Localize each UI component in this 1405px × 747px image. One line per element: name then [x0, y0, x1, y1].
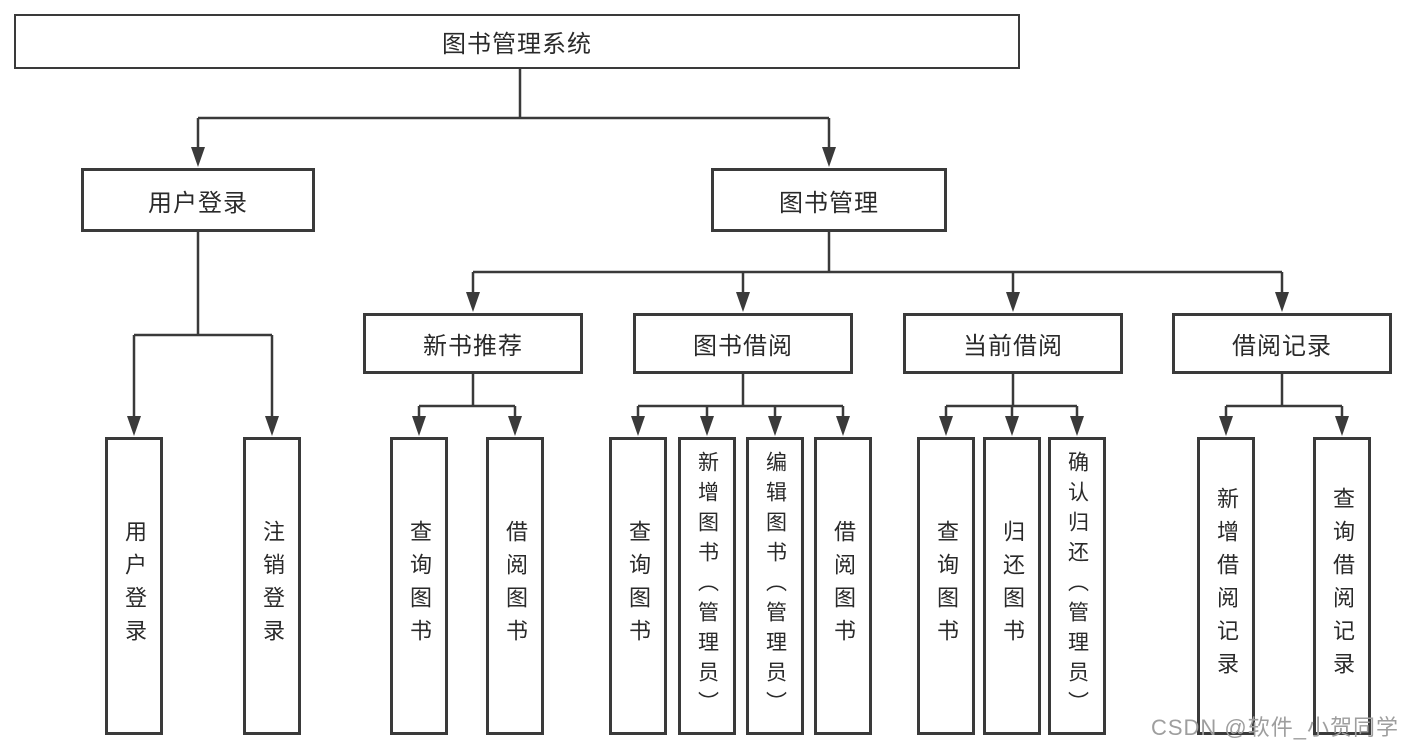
- leaf-label: 借阅图书: [831, 520, 856, 652]
- leaf-add-borrow-record: 新增借阅记录: [1197, 437, 1255, 735]
- leaf-label: 归还图书: [1000, 520, 1025, 652]
- connector-records-to-leaves: [1224, 374, 1344, 419]
- leaf-borrow-book-2: 借阅图书: [814, 437, 872, 735]
- node-new-book-recommend: 新书推荐: [363, 313, 583, 374]
- leaf-query-book-2: 查询图书: [609, 437, 667, 735]
- node-current-borrow: 当前借阅: [903, 313, 1123, 374]
- watermark: CSDN @软件_小贺同学: [1150, 715, 1399, 740]
- leaf-query-book-1: 查询图书: [390, 437, 448, 735]
- leaf-label: 查询图书: [407, 520, 432, 652]
- connector-userlogin-to-leaves: [132, 232, 274, 419]
- leaf-label: 查询图书: [626, 520, 651, 652]
- leaf-confirm-return-admin: 确认归还（管理员）: [1048, 437, 1106, 735]
- connector-bookmgmt-to-level2: [471, 232, 1284, 295]
- connector-root-to-level1: [196, 69, 831, 150]
- leaf-logout: 注销登录: [243, 437, 301, 735]
- connector-newbook-to-leaves: [417, 374, 517, 419]
- leaf-return-book: 归还图书: [983, 437, 1041, 735]
- leaf-label: 确认归还（管理员）: [1065, 451, 1089, 721]
- leaf-borrow-book-1: 借阅图书: [486, 437, 544, 735]
- connector-borrow-to-leaves: [636, 374, 845, 419]
- leaf-label: 新增图书（管理员）: [695, 451, 719, 721]
- leaf-label: 新增借阅记录: [1214, 487, 1239, 685]
- leaf-add-book-admin: 新增图书（管理员）: [678, 437, 736, 735]
- leaf-label: 查询借阅记录: [1330, 487, 1355, 685]
- leaf-label: 编辑图书（管理员）: [763, 451, 787, 721]
- node-root: 图书管理系统: [14, 14, 1020, 69]
- leaf-edit-book-admin: 编辑图书（管理员）: [746, 437, 804, 735]
- leaf-user-login: 用户登录: [105, 437, 163, 735]
- leaf-query-borrow-record: 查询借阅记录: [1313, 437, 1371, 735]
- node-borrow-records: 借阅记录: [1172, 313, 1392, 374]
- leaf-label: 查询图书: [934, 520, 959, 652]
- node-user-login: 用户登录: [81, 168, 315, 232]
- leaf-label: 注销登录: [260, 520, 285, 652]
- leaf-query-book-3: 查询图书: [917, 437, 975, 735]
- node-book-borrow: 图书借阅: [633, 313, 853, 374]
- connector-current-to-leaves: [944, 374, 1079, 419]
- node-book-management: 图书管理: [711, 168, 947, 232]
- leaf-label: 用户登录: [122, 520, 147, 652]
- leaf-label: 借阅图书: [503, 520, 528, 652]
